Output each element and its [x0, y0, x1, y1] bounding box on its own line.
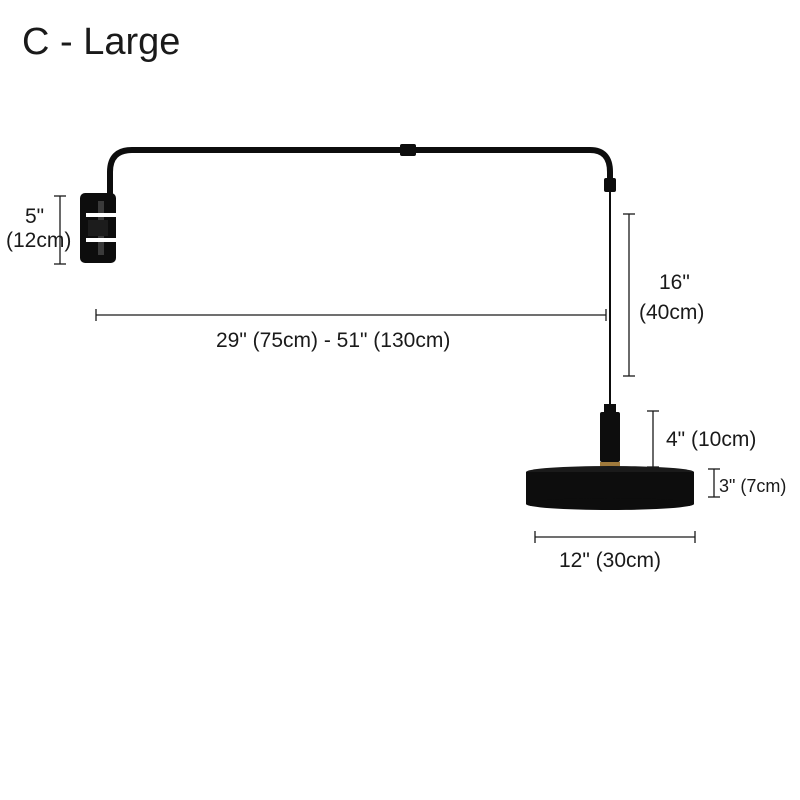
shade-height-dimension: [708, 468, 720, 498]
socket-height-label: 4" (10cm): [666, 428, 757, 451]
swing-arm: [107, 147, 613, 208]
pendant-socket: [600, 404, 620, 472]
drop-height-dimension: [623, 213, 635, 377]
wall-backplate: [80, 193, 116, 263]
shade-diameter-dimension: [534, 531, 696, 543]
backplate-height-inches: 5": [25, 205, 45, 228]
drop-height-cm: (40cm): [639, 301, 705, 324]
product-title: C - Large: [22, 21, 181, 63]
arm-joint: [400, 144, 416, 156]
backplate-height-dimension: [54, 195, 66, 265]
arm-span-label: 29" (75cm) - 51" (130cm): [216, 329, 451, 352]
arm-span-dimension: [95, 309, 607, 321]
shade-height-label: 3" (7cm): [719, 476, 787, 496]
socket-height-dimension: [647, 410, 659, 468]
backplate-height-cm: (12cm): [6, 229, 72, 252]
lamp-shade: [526, 466, 694, 510]
drop-height-inches: 16": [659, 271, 690, 294]
shade-diameter-label: 12" (30cm): [559, 549, 661, 572]
cord-clamp: [604, 178, 616, 192]
